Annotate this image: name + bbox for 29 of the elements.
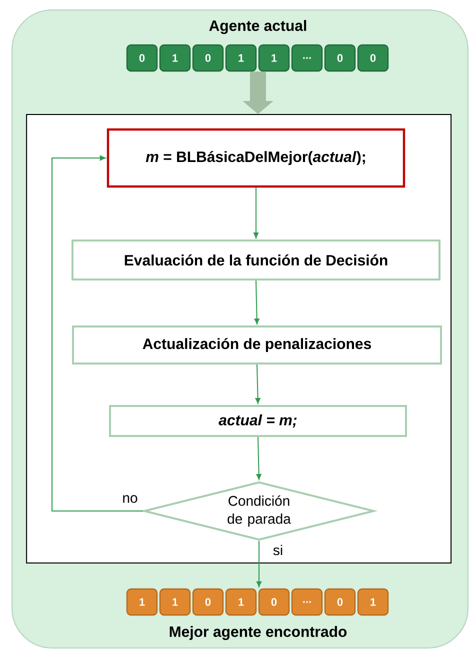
bit-cell: 1 [357,588,389,616]
array-caption: Mejor agente encontrado [170,626,347,640]
process-box: actual = m; [109,405,407,437]
bit-cell: 0 [126,44,158,72]
edge-label: no [121,494,139,504]
bit-cell: 0 [192,44,224,72]
bit-cell: 1 [225,44,257,72]
array-caption: Agente actual [209,20,306,34]
bit-cell: 0 [192,588,224,616]
bit-cell: 1 [225,588,257,616]
bit-cell: 1 [159,44,191,72]
arrow [256,540,262,588]
process-box: Actualización de penalizaciones [72,326,442,364]
bit-cell: 0 [357,44,389,72]
bit-cell: 1 [126,588,158,616]
arrow [52,155,144,512]
bit-cell: 1 [258,44,290,72]
bit-cell: 0 [324,44,356,72]
bit-cell: ... [291,44,323,72]
bit-cell: ... [291,588,323,616]
arrow [253,187,259,238]
process-box: m = BLBásicaDelMejor(actual); [106,128,406,188]
arrow [255,364,260,404]
bit-cell: 1 [159,588,191,616]
bit-cell: 0 [258,588,290,616]
process-box: Evaluación de la función de Decisión [72,240,440,280]
bit-cell: 0 [324,588,356,616]
arrow [254,280,260,324]
arrow [256,436,262,480]
